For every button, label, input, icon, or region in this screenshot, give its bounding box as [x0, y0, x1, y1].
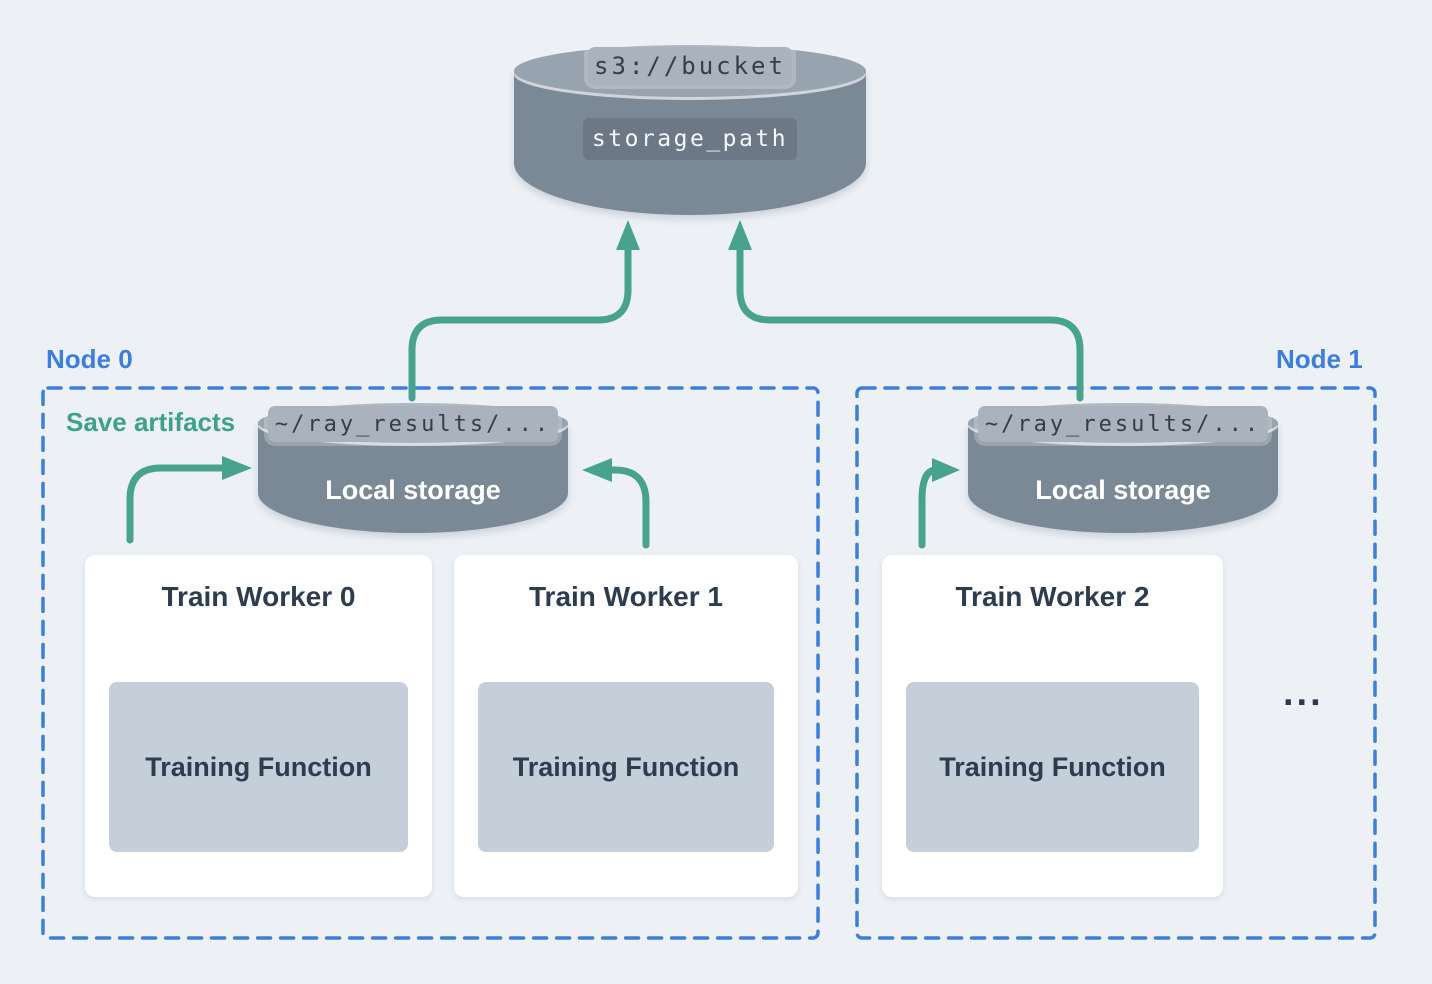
arrowhead-worker1: [582, 458, 612, 482]
node1-border: [855, 386, 1377, 940]
train-worker-2-function-box: Training Function: [906, 682, 1199, 852]
node0-local-storage-cylinder: ~/ray_results/... Local storage: [258, 403, 568, 533]
arrowhead-node0-to-s3: [616, 220, 640, 250]
arrow-worker0-to-local0: [126, 464, 226, 544]
arrow-worker1-to-local0: [606, 466, 650, 549]
arrowhead-node1-to-s3: [728, 220, 752, 250]
node0-ray-results-label: ~/ray_results/...: [268, 406, 558, 442]
train-worker-0-function-box: Training Function: [109, 682, 408, 852]
node1-ray-results-label: ~/ray_results/...: [978, 406, 1268, 442]
node0-label: Node 0: [46, 344, 133, 374]
arrowhead-save-artifacts: [222, 456, 252, 480]
arrowhead-worker2: [932, 458, 960, 482]
arrow-node0-to-s3: [408, 244, 632, 402]
storage-path-chip: storage_path: [583, 118, 797, 160]
train-worker-1-function-box: Training Function: [478, 682, 774, 852]
train-worker-2-card: Train Worker 2 Training Function: [882, 555, 1223, 897]
train-worker-0-title: Train Worker 0: [161, 581, 356, 612]
more-workers-ellipsis: ...: [1283, 672, 1324, 714]
node1-local-storage-label: Local storage: [1035, 475, 1211, 505]
train-worker-1-title: Train Worker 1: [528, 581, 723, 612]
cloud-storage-cylinder: s3://bucket storage_path: [514, 45, 866, 215]
train-worker-1-card: Train Worker 1 Training Function: [454, 555, 798, 897]
node1-label: Node 1: [1276, 344, 1363, 374]
node1-local-storage-cylinder: ~/ray_results/... Local storage: [968, 403, 1278, 533]
save-artifacts-annotation: Save artifacts: [66, 407, 236, 437]
arrow-node1-to-s3: [736, 244, 1084, 402]
node0-border: [41, 386, 820, 940]
cloud-bucket-label: s3://bucket: [588, 47, 792, 85]
train-worker-0-card: Train Worker 0 Training Function: [85, 555, 432, 897]
train-worker-2-title: Train Worker 2: [955, 581, 1150, 612]
node0-local-storage-label: Local storage: [325, 475, 501, 505]
arrow-worker2-to-local1: [918, 466, 940, 549]
